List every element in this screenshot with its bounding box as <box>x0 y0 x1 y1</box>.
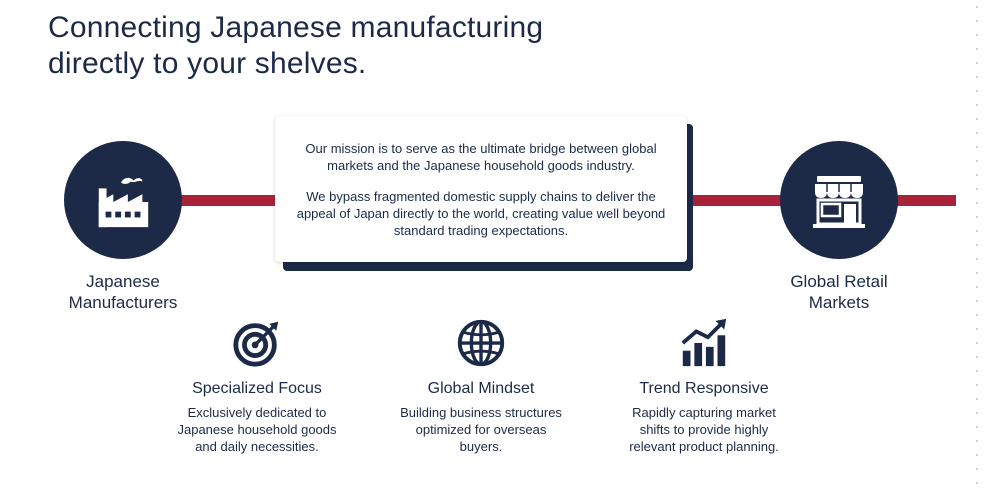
mission-card: Our mission is to serve as the ultimate … <box>275 116 687 262</box>
feature-description: Building business structures optimized f… <box>366 404 596 455</box>
storefront-icon <box>813 176 865 228</box>
manufacturer-label-line-2: Manufacturers <box>68 293 178 312</box>
feature-description-line: optimized for overseas <box>415 422 547 437</box>
mission-paragraph-2: We bypass fragmented domestic supply cha… <box>296 189 666 238</box>
page-title-line-2: directly to your shelves. <box>48 47 367 80</box>
feature-description-line: and daily necessities. <box>195 439 319 454</box>
feature-specialized-focus: Specialized Focus Exclusively dedicated … <box>142 315 372 455</box>
feature-description-line: buyers. <box>459 439 503 454</box>
feature-description-line: Rapidly capturing market <box>632 405 776 420</box>
feature-trend-responsive: Trend Responsive Rapidly capturing marke… <box>589 315 819 455</box>
feature-description-line: Japanese household goods <box>177 422 337 437</box>
connector-line-left <box>178 195 282 206</box>
feature-title: Specialized Focus <box>192 380 322 397</box>
feature-description-line: Exclusively dedicated to <box>187 405 327 420</box>
feature-description-line: shifts to provide highly <box>639 422 769 437</box>
dotted-edge-decoration <box>974 0 980 494</box>
manufacturer-label: Japanese Manufacturers <box>33 271 213 313</box>
page-title-line-1: Connecting Japanese manufacturing <box>48 11 544 44</box>
feature-description-line: Building business structures <box>400 405 562 420</box>
retail-node <box>780 141 898 259</box>
feature-title: Global Mindset <box>427 380 535 397</box>
feature-description-line: relevant product planning. <box>629 439 779 454</box>
page-title: Connecting Japanese manufacturing direct… <box>48 10 543 82</box>
target-icon <box>229 315 285 371</box>
retail-label-line-1: Global Retail <box>790 272 888 291</box>
mission-paragraph-1: Our mission is to serve as the ultimate … <box>305 141 657 173</box>
factory-icon <box>98 177 149 228</box>
trend-chart-icon <box>676 315 732 371</box>
feature-description: Rapidly capturing market shifts to provi… <box>589 404 819 455</box>
retail-label-line-2: Markets <box>808 293 870 312</box>
retail-label: Global Retail Markets <box>749 271 929 313</box>
feature-title: Trend Responsive <box>639 380 769 397</box>
feature-global-mindset: Global Mindset Building business structu… <box>366 315 596 455</box>
manufacturer-node <box>64 141 182 259</box>
manufacturer-label-line-1: Japanese <box>86 272 160 291</box>
globe-icon <box>453 315 509 371</box>
feature-description: Exclusively dedicated to Japanese househ… <box>142 404 372 455</box>
